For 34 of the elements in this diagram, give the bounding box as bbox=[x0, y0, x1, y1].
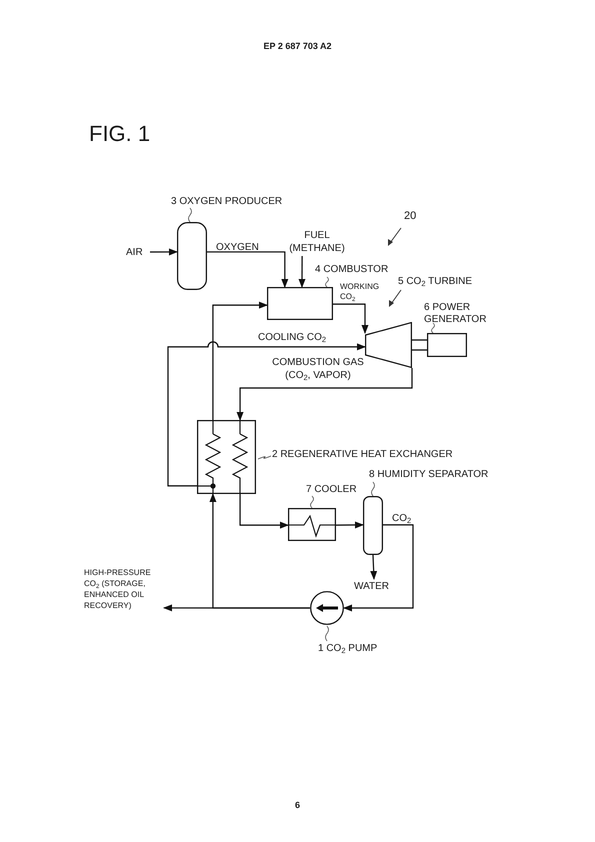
flow-arrow bbox=[370, 554, 378, 580]
edge-label: CO$_{2}$ bbox=[392, 512, 412, 526]
edge-label: COOLING CO$_{2}$ bbox=[258, 331, 326, 345]
component-label: 2 REGENERATIVE HEAT EXCHANGER bbox=[272, 449, 453, 461]
reference-numeral: 20 bbox=[404, 209, 416, 224]
component-label: 7 COOLER bbox=[306, 484, 357, 496]
edge-label: OXYGEN bbox=[216, 241, 259, 255]
flow-arrow bbox=[333, 304, 368, 334]
flow-arrow bbox=[167, 341, 366, 486]
edge-label: COMBUSTION GAS (CO$_{2}$, VAPOR) bbox=[271, 356, 365, 382]
page-header: EP 2 687 703 A2 bbox=[262, 40, 333, 53]
flow-arrow bbox=[236, 368, 413, 421]
component-label: 1 CO$_{2}$ PUMP bbox=[318, 643, 378, 655]
flow-arrow bbox=[207, 251, 288, 288]
flow-arrow bbox=[239, 494, 289, 529]
flow-arrow bbox=[336, 521, 364, 528]
edge-label: WORKING CO$_{2}$ bbox=[340, 282, 380, 302]
flow-arrow bbox=[343, 524, 414, 612]
flow-arrow bbox=[150, 248, 178, 256]
stream-label: FUEL (METHANE) bbox=[286, 229, 348, 256]
component-label: 3 OXYGEN PRODUCER bbox=[171, 196, 282, 208]
stream-label: AIR bbox=[126, 245, 150, 259]
component-label: 8 HUMIDITY SEPARATOR bbox=[369, 469, 488, 481]
flow-arrow bbox=[212, 302, 268, 420]
stream-label: HIGH-PRESSURE CO$_{2}$ (STORAGE, ENHANCED OIL RECOVERY) bbox=[84, 567, 164, 611]
flow-arrow bbox=[163, 604, 310, 612]
stream-label: WATER bbox=[354, 579, 394, 593]
figure-title: FIG. 1 bbox=[89, 120, 150, 148]
shaft-coupling bbox=[411, 339, 428, 351]
flow-arrow bbox=[298, 256, 306, 288]
component-label: 5 CO$_{2}$ TURBINE bbox=[398, 276, 472, 288]
page-number: 6 bbox=[294, 799, 301, 812]
component-label: 4 COMBUSTOR bbox=[315, 264, 388, 276]
component-label: 6 POWER GENERATOR bbox=[424, 302, 488, 326]
